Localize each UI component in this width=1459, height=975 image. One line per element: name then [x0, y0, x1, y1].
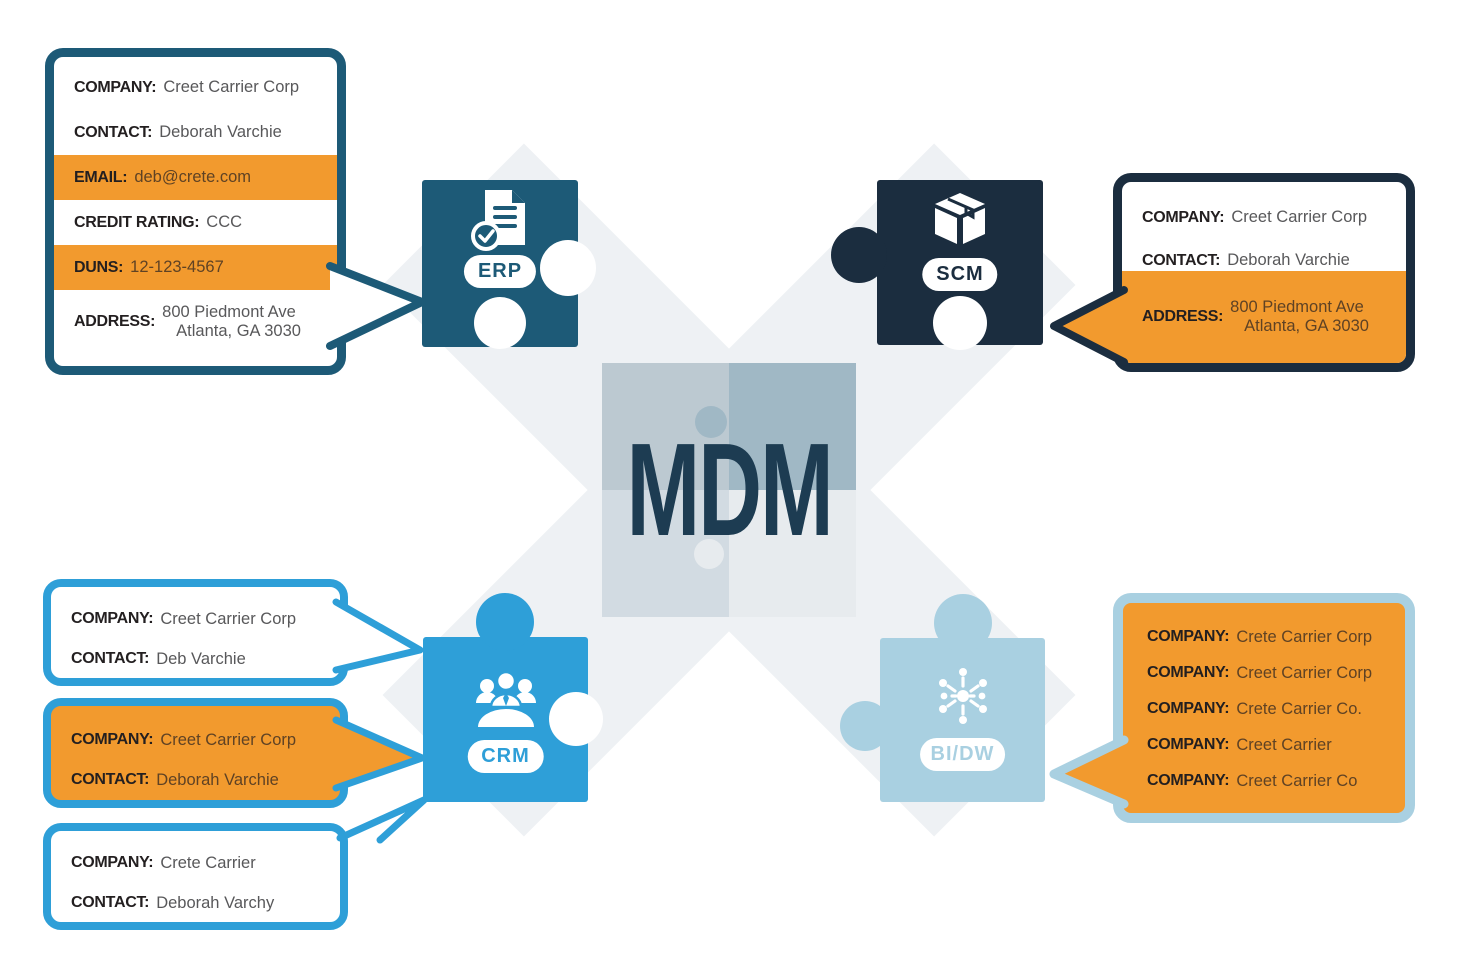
erp-label: ERP	[463, 255, 537, 288]
erp-data-bubble: COMPANY: Creet Carrier Corp CONTACT: Deb…	[45, 48, 346, 375]
erp-bubble-tail	[326, 262, 426, 350]
hub-network-icon	[938, 668, 987, 724]
bidw-puzzle-piece: BI/DW	[840, 594, 1045, 802]
crm-label: CRM	[467, 740, 544, 773]
scm-row-address: ADDRESS: 800 Piedmont Ave Atlanta, GA 30…	[1122, 271, 1406, 363]
people-group-icon	[475, 670, 536, 727]
bidw-label: BI/DW	[919, 738, 1006, 771]
scm-data-bubble: COMPANY: Creet Carrier Corp CONTACT: Deb…	[1113, 173, 1415, 372]
crm3-row-company: COMPANY: Crete Carrier	[71, 853, 256, 872]
center-quad-bottom-right	[729, 490, 856, 617]
erp-row-credit-rating: CREDIT RATING: CCC	[74, 213, 243, 231]
bidw-data-bubble: COMPANY: Crete Carrier Corp COMPANY: Cre…	[1113, 593, 1415, 823]
bidw-row-company-1: COMPANY: Crete Carrier Corp	[1147, 627, 1373, 646]
crm1-row-company: COMPANY: Creet Carrier Corp	[71, 609, 297, 628]
crm3-row-contact: CONTACT: Deborah Varchy	[71, 893, 275, 912]
scm-bubble-tail	[1050, 286, 1128, 366]
erp-row-address: ADDRESS: 800 Piedmont Ave Atlanta, GA 30…	[74, 303, 301, 340]
puzzle-tab	[840, 701, 890, 751]
center-quad-top-right	[729, 363, 856, 490]
crm2-row-contact: CONTACT: Deborah Varchie	[71, 770, 279, 789]
center-puzzle-knob	[695, 406, 727, 438]
erp-row-company: COMPANY: Creet Carrier Corp	[74, 78, 300, 96]
crm1-row-contact: CONTACT: Deb Varchie	[71, 649, 246, 668]
erp-row-duns: DUNS: 12-123-4567	[54, 245, 337, 290]
puzzle-socket	[933, 296, 987, 350]
crm-data-bubble-3: COMPANY: Crete Carrier CONTACT: Deborah …	[43, 823, 348, 930]
scm-label: SCM	[922, 258, 998, 291]
bidw-bubble-tail	[1049, 735, 1129, 809]
center-puzzle-knob	[694, 539, 724, 569]
erp-puzzle-piece: ERP	[422, 180, 596, 349]
crm-bubble-1-tail	[332, 598, 424, 674]
scm-puzzle-piece: SCM	[831, 180, 1043, 350]
bidw-row-company-2: COMPANY: Creet Carrier Corp	[1147, 663, 1373, 682]
bidw-row-company-5: COMPANY: Creet Carrier Co	[1147, 771, 1358, 790]
puzzle-socket	[474, 297, 526, 349]
crm2-row-company: COMPANY: Creet Carrier Corp	[71, 730, 297, 749]
crm-puzzle-piece: CRM	[423, 593, 603, 802]
crm-bubble-2-tail	[332, 716, 426, 792]
erp-row-contact: CONTACT: Deborah Varchie	[74, 123, 282, 141]
scm-row-contact: CONTACT: Deborah Varchie	[1142, 251, 1350, 269]
crm-data-bubble-1: COMPANY: Creet Carrier Corp CONTACT: Deb…	[43, 579, 348, 686]
puzzle-socket	[540, 240, 596, 296]
package-icon	[935, 193, 985, 244]
erp-row-email: EMAIL: deb@crete.com	[54, 155, 337, 200]
bidw-row-company-4: COMPANY: Creet Carrier	[1147, 735, 1332, 754]
mdm-title: MDM	[626, 416, 833, 563]
crm-bubble-3-tail	[336, 796, 428, 844]
crm-data-bubble-2: COMPANY: Creet Carrier Corp CONTACT: Deb…	[43, 698, 348, 808]
document-check-icon	[471, 190, 525, 251]
puzzle-tab	[934, 594, 992, 652]
puzzle-tab	[476, 593, 534, 651]
puzzle-socket	[549, 692, 603, 746]
mdm-center-cluster: MDM	[602, 363, 856, 617]
puzzle-tab	[831, 227, 887, 283]
scm-row-company: COMPANY: Creet Carrier Corp	[1142, 208, 1368, 226]
bidw-row-company-3: COMPANY: Crete Carrier Co.	[1147, 699, 1362, 718]
mdm-title-wrap: MDM	[602, 363, 856, 617]
